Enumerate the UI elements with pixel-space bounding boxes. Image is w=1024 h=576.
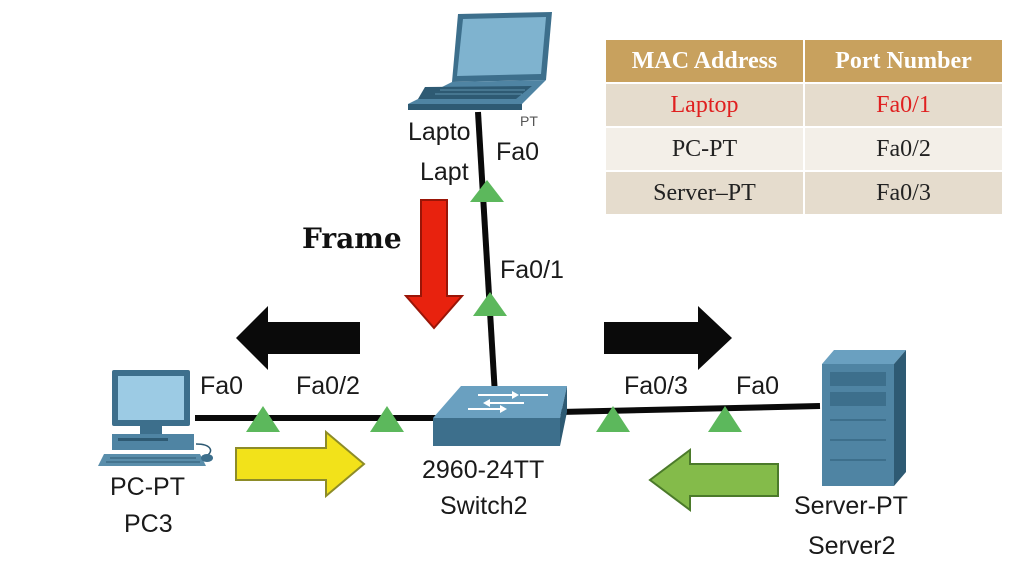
laptop-label-1-obscured: PT xyxy=(520,113,538,129)
laptop-port-label: Fa0 xyxy=(496,138,540,166)
port-number-cell: Fa0/2 xyxy=(804,126,1002,171)
port-number-header: Port Number xyxy=(804,40,1002,83)
mac-address-cell: PC-PT xyxy=(606,126,805,171)
frame-arrow xyxy=(403,199,465,330)
flood-arrow-right xyxy=(604,306,732,370)
mac-address-table: MAC Address Port Number Laptop Fa0/1 PC-… xyxy=(606,40,1002,214)
port-indicator-laptop xyxy=(470,180,504,202)
server-to-switch-arrow xyxy=(648,448,779,512)
cable-switch-server xyxy=(559,403,821,415)
switch-port-fa0-1-label: Fa0/1 xyxy=(500,256,564,284)
server-label-2: Server2 xyxy=(808,532,896,560)
pc-label-1: PC-PT xyxy=(110,473,185,501)
switch-label-2: Switch2 xyxy=(440,492,528,520)
port-indicator-fa0-1 xyxy=(473,292,507,316)
server-label-1: Server-PT xyxy=(794,492,908,520)
port-indicator-fa0-2 xyxy=(370,406,404,432)
pc-icon xyxy=(98,370,213,466)
switch-port-fa0-3-label: Fa0/3 xyxy=(624,372,688,400)
mac-table-row: Server–PT Fa0/3 xyxy=(606,170,1002,214)
port-number-cell: Fa0/3 xyxy=(804,170,1002,214)
switch-port-fa0-2-label: Fa0/2 xyxy=(296,372,360,400)
laptop-label-1: Lapto xyxy=(408,118,471,146)
server-icon xyxy=(822,350,906,486)
pc-to-switch-arrow xyxy=(235,429,366,499)
frame-label: Frame xyxy=(302,222,402,255)
mac-address-cell: Laptop xyxy=(606,82,805,127)
laptop-label-2: Lapt xyxy=(420,158,469,186)
port-indicator-pc xyxy=(246,406,280,432)
mac-address-cell: Server–PT xyxy=(606,170,805,214)
port-indicator-fa0-3 xyxy=(596,406,630,432)
switch-label-1: 2960-24TT xyxy=(422,456,545,484)
cable-laptop-switch xyxy=(475,111,498,396)
mac-address-header: MAC Address xyxy=(606,40,805,83)
server-port-label: Fa0 xyxy=(736,372,780,400)
laptop-icon xyxy=(408,12,552,110)
port-number-cell: Fa0/1 xyxy=(804,82,1002,127)
pc-label-2: PC3 xyxy=(124,510,173,538)
pc-port-label: Fa0 xyxy=(200,372,244,400)
mac-table-row: PC-PT Fa0/2 xyxy=(606,126,1002,171)
mac-table-row: Laptop Fa0/1 xyxy=(606,82,1002,127)
port-indicator-server xyxy=(708,406,742,432)
flood-arrow-left xyxy=(236,306,360,370)
switch-icon xyxy=(433,386,567,446)
mac-table-header-row: MAC Address Port Number xyxy=(606,40,1002,83)
